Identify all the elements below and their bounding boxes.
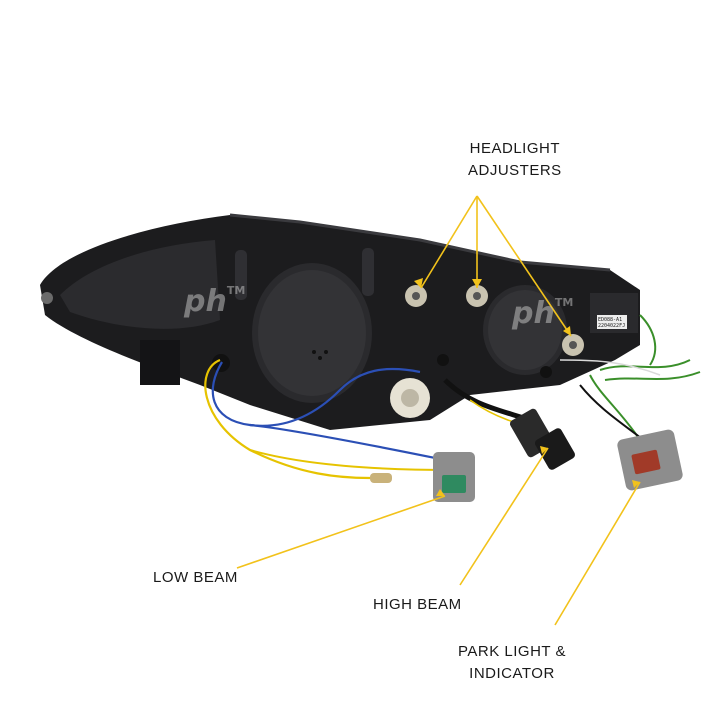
wire-green-park	[589, 374, 641, 441]
brand-watermark: phTM	[512, 296, 574, 331]
low-beam-connector	[433, 452, 475, 502]
high-beam-connector	[509, 408, 576, 470]
label-headlight-adjusters: HEADLIGHT ADJUSTERS	[468, 140, 562, 179]
callout-lines	[236, 195, 641, 626]
adjuster-screw-icon	[405, 285, 427, 307]
mount-bolt-icon	[41, 292, 53, 304]
label-high-beam: HIGH BEAM	[373, 596, 462, 613]
brand-watermark: phTM	[184, 284, 246, 319]
label-low-beam: LOW BEAM	[153, 569, 238, 586]
label-park-light-indicator: PARK LIGHT & INDICATOR	[458, 643, 566, 682]
park-light-connector	[617, 429, 683, 491]
wire-blue-low	[211, 361, 421, 427]
adjuster-screw-icon	[466, 285, 488, 307]
part-sticker-text: ED088-A1 2204022FJ	[598, 317, 626, 329]
adjuster-screw-icon	[562, 334, 584, 356]
